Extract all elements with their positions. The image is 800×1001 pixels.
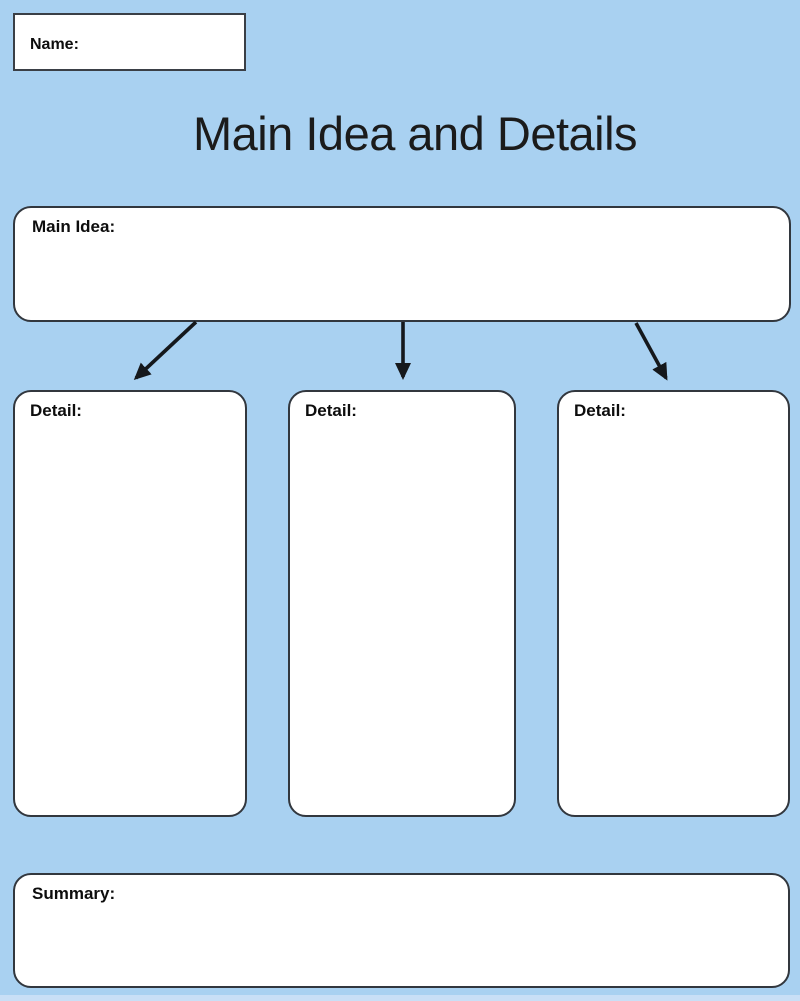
- detail-3-label: Detail:: [574, 401, 626, 420]
- detail-2-label: Detail:: [305, 401, 357, 420]
- detail-box-1: Detail:: [13, 390, 247, 817]
- summary-input-area[interactable]: [15, 907, 788, 986]
- detail-1-input-area[interactable]: [15, 424, 245, 815]
- detail-2-input-area[interactable]: [290, 424, 514, 815]
- summary-box: Summary:: [13, 873, 790, 988]
- page-title: Main Idea and Details: [192, 107, 638, 160]
- detail-1-label: Detail:: [30, 401, 82, 420]
- name-input-area[interactable]: [15, 47, 244, 69]
- arrow-main-to-detail-3: [634, 322, 668, 381]
- name-box: Name:: [13, 13, 246, 71]
- detail-box-2: Detail:: [288, 390, 516, 817]
- main-idea-label: Main Idea:: [32, 217, 116, 236]
- main-idea-input-area[interactable]: [15, 240, 789, 320]
- summary-label: Summary:: [32, 884, 116, 903]
- detail-3-input-area[interactable]: [559, 424, 788, 815]
- page-bottom-edge: [0, 995, 800, 1001]
- arrow-main-to-detail-1: [133, 320, 198, 381]
- detail-box-3: Detail:: [557, 390, 790, 817]
- main-idea-box: Main Idea:: [13, 206, 791, 322]
- name-label: Name:: [30, 36, 79, 53]
